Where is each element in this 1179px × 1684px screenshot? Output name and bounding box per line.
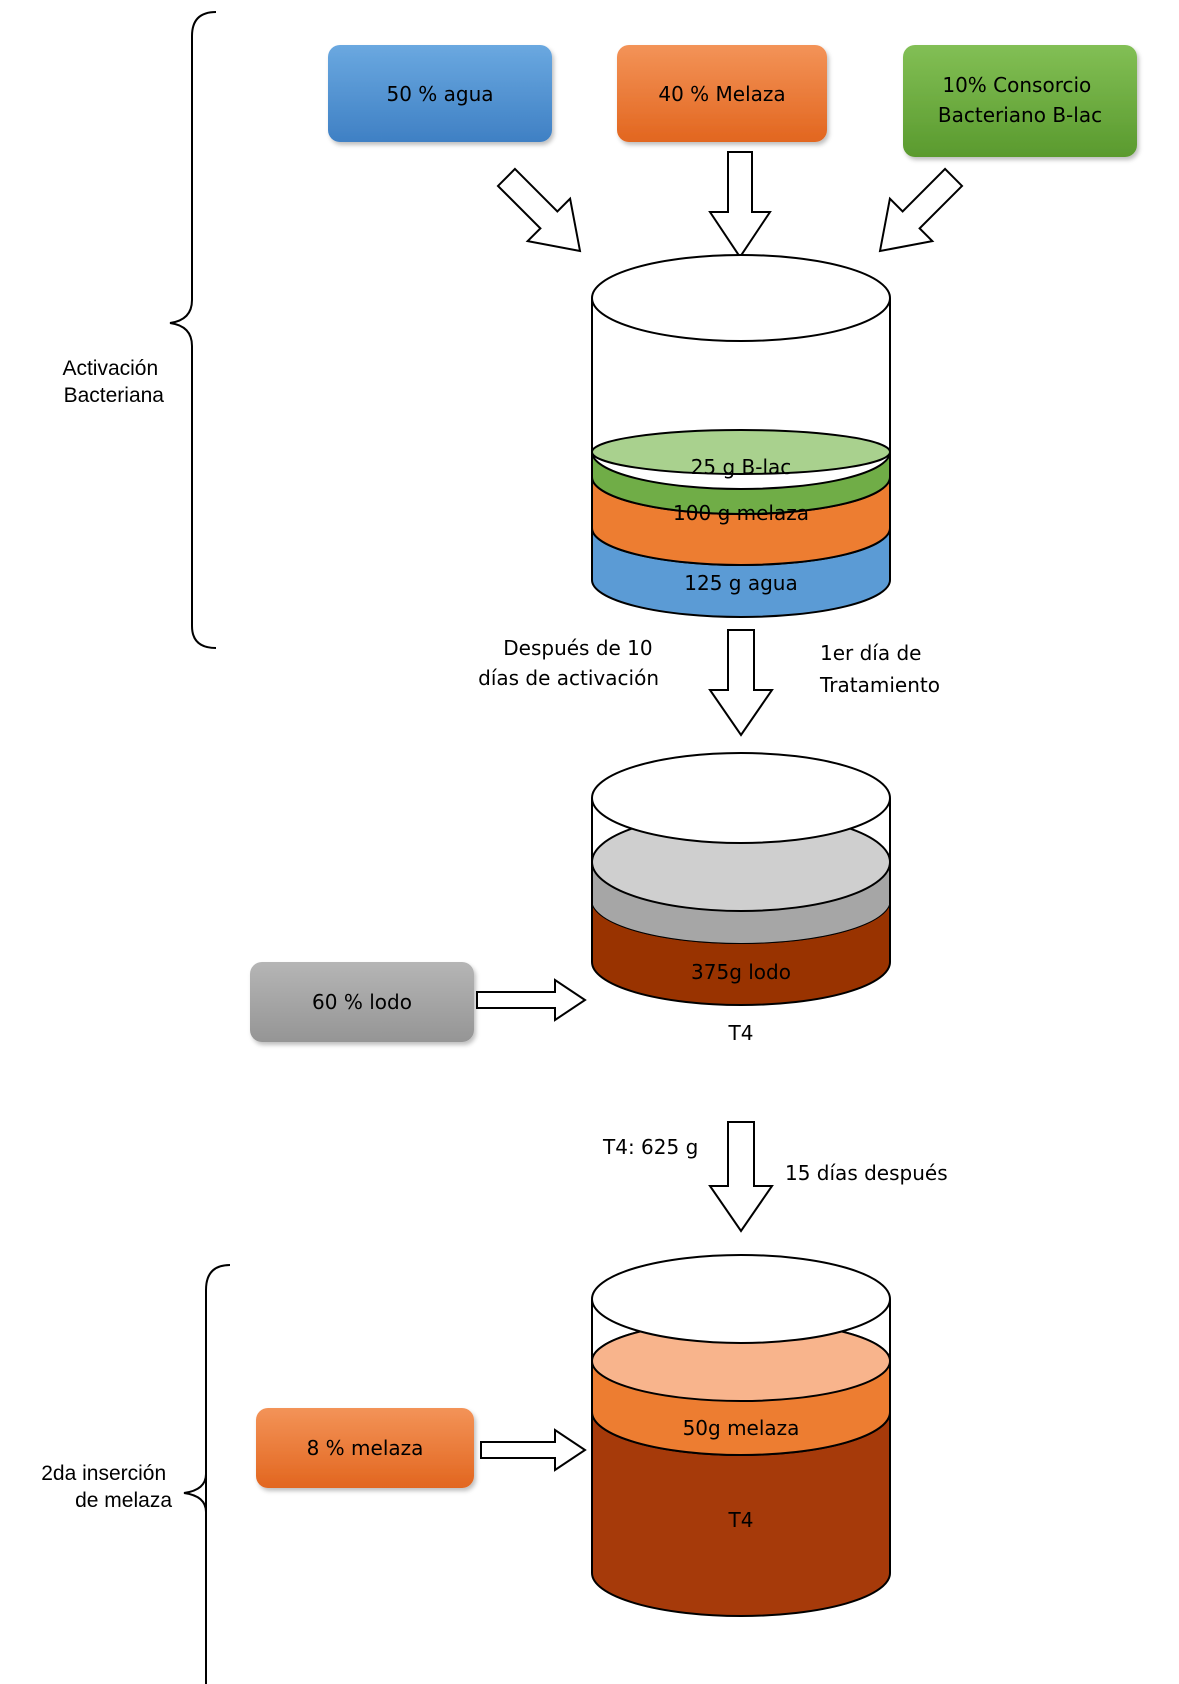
step-1-left-line-1: Después de 10 — [503, 636, 652, 660]
input-box-molasses-2: 8 % melaza — [256, 1408, 474, 1488]
input-box-molasses-label: 40 % Melaza — [658, 82, 785, 106]
layer-t4-bottom-label: T4 — [728, 1508, 754, 1532]
step-1-left-text: Después de 10 días de activación — [478, 636, 659, 690]
arrow-right-molasses-2 — [480, 1428, 587, 1472]
arrow-diagonal-water — [496, 167, 582, 253]
arrow-down-step-1 — [708, 629, 774, 737]
input-box-water: 50 % agua — [328, 45, 552, 142]
input-box-molasses: 40 % Melaza — [617, 45, 827, 142]
activation-label-line-1: Activación — [62, 357, 158, 380]
cylinder-treatment-top — [591, 752, 891, 844]
step-2-left-text: T4: 625 g — [602, 1135, 698, 1159]
step-2-right-text: 15 días después — [785, 1161, 948, 1185]
arrow-right-sludge — [476, 978, 587, 1022]
activation-brace — [169, 11, 217, 649]
input-box-water-label: 50 % agua — [386, 82, 493, 106]
second-insertion-label: 2da inserción de melaza — [41, 1462, 172, 1512]
arrow-down-molasses — [708, 151, 772, 259]
second-insertion-label-line-1: 2da inserción — [41, 1462, 166, 1485]
arrow-down-step-2 — [708, 1121, 774, 1233]
second-insertion-brace-tip — [183, 1473, 207, 1513]
input-box-sludge-label: 60 % lodo — [312, 990, 412, 1014]
step-1-right-line-1: 1er día de — [820, 641, 921, 665]
cylinder-treatment: 375g lodo T4 — [591, 752, 891, 1045]
cylinder-second-insertion: 50g melaza T4 — [591, 1254, 891, 1617]
second-insertion-brace — [205, 1264, 231, 1684]
layer-sludge-label: 375g lodo — [691, 960, 791, 984]
cylinder-second-insertion-top — [591, 1254, 891, 1344]
input-box-consortium: 10% Consorcio Bacteriano B-lac — [903, 45, 1137, 157]
input-box-consortium-label: 10% Consorcio Bacteriano B-lac — [938, 73, 1102, 127]
second-insertion-label-line-2: de melaza — [75, 1489, 172, 1512]
activation-label: Activación Bacteriana — [62, 357, 164, 407]
input-box-consortium-label-line-1: 10% Consorcio — [942, 73, 1091, 97]
input-box-sludge: 60 % lodo — [250, 962, 474, 1042]
activation-label-line-2: Bacteriana — [64, 384, 165, 407]
layer-t4-label: T4 — [728, 1021, 754, 1045]
step-1-right-text: 1er día de Tratamiento — [819, 641, 940, 697]
layer-molasses-label: 100 g melaza — [673, 501, 809, 525]
step-1-left-line-2: días de activación — [478, 666, 659, 690]
arrow-diagonal-consortium — [878, 167, 964, 253]
step-1-right-line-2: Tratamiento — [819, 673, 940, 697]
input-box-molasses-2-label: 8 % melaza — [307, 1436, 424, 1460]
layer-blac-label: 25 g B-lac — [691, 455, 792, 479]
layer-water-label: 125 g agua — [684, 571, 797, 595]
input-box-consortium-label-line-2: Bacteriano B-lac — [938, 103, 1102, 127]
cylinder-activation-top — [591, 254, 891, 342]
cylinder-activation: 25 g B-lac 100 g melaza 125 g agua — [591, 254, 891, 618]
layer-molasses-2-label: 50g melaza — [683, 1416, 800, 1440]
